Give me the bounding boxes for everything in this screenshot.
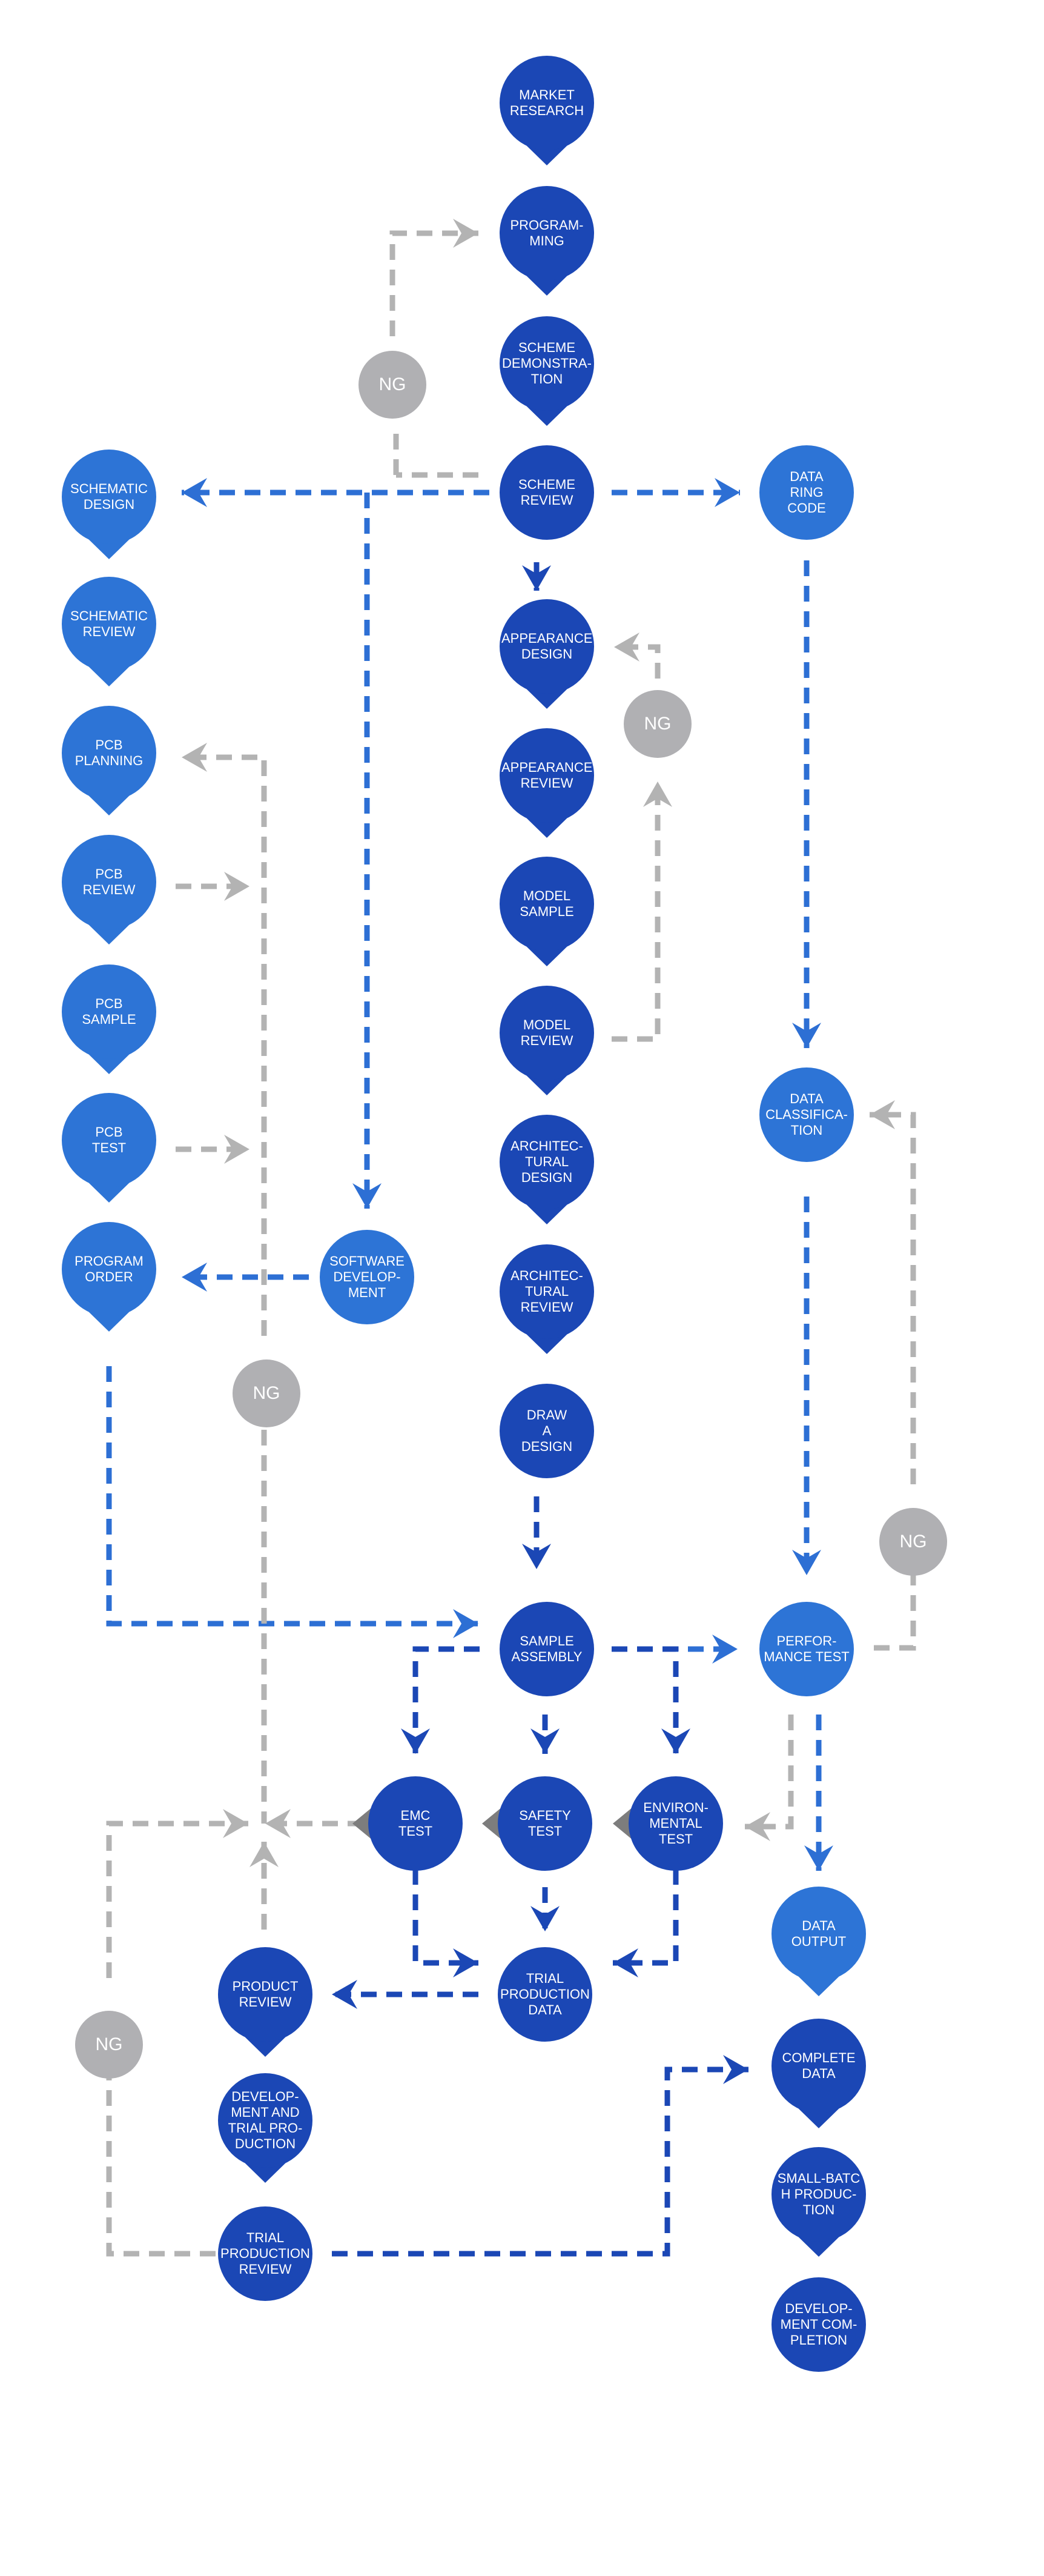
schematic-design-circle <box>62 450 156 544</box>
edge-ng-to-appearance <box>614 644 661 679</box>
environmental-test-circle <box>629 1776 723 1871</box>
schematic-review-circle <box>62 577 156 671</box>
program-order-circle <box>62 1222 156 1316</box>
edge-trial-data-to-product-review-arrowhead <box>332 1980 357 2009</box>
model-review-circle <box>500 986 594 1080</box>
edge-product-review-to-bus-arrowhead <box>249 1842 279 1867</box>
edge-program-order-to-assembly-arrowhead <box>453 1609 478 1638</box>
complete-data-circle <box>771 2019 866 2113</box>
emc-test-left-notch <box>352 1807 373 1841</box>
edge-program-order-to-assembly <box>106 1366 478 1627</box>
edge-trial-review-to-complete-data-arrowhead <box>723 2055 748 2084</box>
scheme-review-circle <box>500 445 594 540</box>
trial-production-data-circle <box>498 1947 592 2042</box>
development-trial-production-circle <box>218 2073 312 2168</box>
data-ring-code-circle <box>759 445 854 540</box>
pcb-sample-circle <box>62 964 156 1059</box>
edge-scheme-to-schematic-arrowhead <box>182 478 207 507</box>
edge-assembly-to-environmental-arrowhead <box>661 1728 690 1754</box>
edge-pcb-review-to-bus-arrowhead <box>224 872 249 901</box>
edge-data-ring-to-classification-arrowhead <box>792 1023 821 1048</box>
safety-test-left-notch <box>482 1807 503 1841</box>
pcb-planning-circle <box>62 706 156 800</box>
edge-assembly-to-safety-arrowhead <box>530 1728 560 1754</box>
environmental-test-left-notch <box>613 1807 633 1841</box>
edge-ng-to-bus <box>106 1821 248 1978</box>
sample-assembly-circle <box>500 1602 594 1696</box>
edge-safety-to-trial-data-arrowhead <box>530 1906 560 1931</box>
flow-nodes <box>62 56 947 2372</box>
edge-scheme-to-data-ring-arrowhead <box>715 478 740 507</box>
edge-environmental-to-trial-data <box>613 1869 679 1966</box>
edge-performance-to-data-output-arrowhead <box>804 1845 833 1871</box>
edge-classification-to-performance-arrowhead <box>792 1550 821 1575</box>
development-completion-circle <box>771 2277 866 2372</box>
software-development-circle <box>320 1230 414 1324</box>
ng-programming-circle <box>358 351 426 419</box>
edge-assembly-to-environmental <box>612 1646 679 1754</box>
edge-ng-to-bus-arrowhead <box>223 1809 248 1838</box>
edge-pcb-test-to-bus-arrowhead <box>224 1135 249 1164</box>
edge-ng-to-classification-arrowhead <box>870 1100 895 1129</box>
edge-performance-to-environmental-arrowhead <box>745 1812 770 1841</box>
edge-ng-to-appearance-arrowhead <box>614 632 639 662</box>
ng-model-review-circle <box>624 690 692 758</box>
edge-emc-to-trial-data <box>412 1869 478 1966</box>
edge-performance-to-environmental <box>745 1715 794 1830</box>
architectural-review-circle <box>500 1244 594 1339</box>
edge-emc-to-trial-data-arrowhead <box>453 1948 478 1977</box>
edge-assembly-to-performance-arrowhead <box>712 1635 738 1664</box>
draw-a-design-circle <box>500 1384 594 1478</box>
data-classification-circle <box>759 1067 854 1162</box>
edge-emc-to-bus-arrowhead <box>265 1809 291 1838</box>
product-review-circle <box>218 1947 312 2042</box>
edge-performance-to-ng <box>874 1575 916 1651</box>
edge-model-review-to-ng <box>612 782 661 1042</box>
edge-ng-to-pcb-planning <box>182 754 267 1336</box>
emc-test-circle <box>368 1776 463 1871</box>
small-batch-production-circle <box>771 2147 866 2242</box>
trial-production-review-circle <box>218 2206 312 2301</box>
edge-scheme-review-to-appearance-arrowhead <box>522 565 551 591</box>
scheme-demonstration-circle <box>500 316 594 411</box>
edge-draw-to-assembly-arrowhead <box>522 1544 551 1569</box>
edge-ng-to-programming <box>389 230 478 336</box>
appearance-review-circle <box>500 728 594 823</box>
data-output-circle <box>771 1887 866 1981</box>
edge-environmental-to-trial-data-arrowhead <box>613 1948 638 1977</box>
edge-assembly-to-emc-arrowhead <box>401 1728 430 1754</box>
pcb-test-circle <box>62 1093 156 1187</box>
architectural-design-circle <box>500 1115 594 1209</box>
edge-software-to-program-order-arrowhead <box>182 1263 207 1292</box>
edge-ng-to-pcb-planning-arrowhead <box>182 743 207 772</box>
edge-trial-review-to-complete-data <box>332 2066 748 2257</box>
ng-pcb-circle <box>233 1359 300 1427</box>
edge-scheme-to-software-arrowhead <box>352 1183 382 1209</box>
edge-ng-to-classification <box>870 1112 916 1484</box>
performance-test-circle <box>759 1602 854 1696</box>
edge-assembly-to-emc <box>412 1646 480 1754</box>
edge-ng-to-programming-arrowhead <box>453 219 478 248</box>
ng-trial-review-circle <box>75 2011 143 2079</box>
appearance-design-circle <box>500 599 594 694</box>
edge-trial-review-to-ng <box>106 2069 216 2257</box>
safety-test-circle <box>498 1776 592 1871</box>
pcb-review-circle <box>62 835 156 929</box>
market-research-circle <box>500 56 594 150</box>
flow-connectors <box>106 219 916 2257</box>
edge-model-review-to-ng-arrowhead <box>643 782 672 807</box>
programming-circle <box>500 186 594 281</box>
ng-performance-circle <box>879 1508 947 1576</box>
model-sample-circle <box>500 857 594 951</box>
